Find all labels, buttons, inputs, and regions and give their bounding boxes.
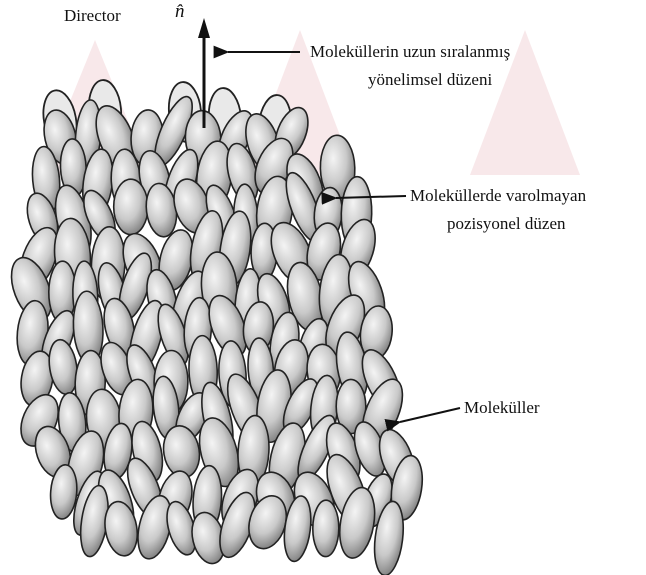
positional-order-label-line-2: pozisyonel düzen xyxy=(447,214,566,234)
molecules-label: Moleküller xyxy=(464,398,540,418)
molecule xyxy=(114,179,148,235)
director-symbol: n̂ xyxy=(175,2,185,22)
orientational-order-label-line-2: yönelimsel düzeni xyxy=(368,70,492,90)
positional-order-label-line-1: Moleküllerde varolmayan xyxy=(410,186,586,206)
orientational-order-label-line-1: Moleküllerin uzun sıralanmış xyxy=(310,42,510,62)
molecule xyxy=(313,500,339,557)
molecule-cluster xyxy=(4,79,427,575)
molecules-arrow xyxy=(400,408,460,422)
director-label: Director xyxy=(64,6,121,26)
